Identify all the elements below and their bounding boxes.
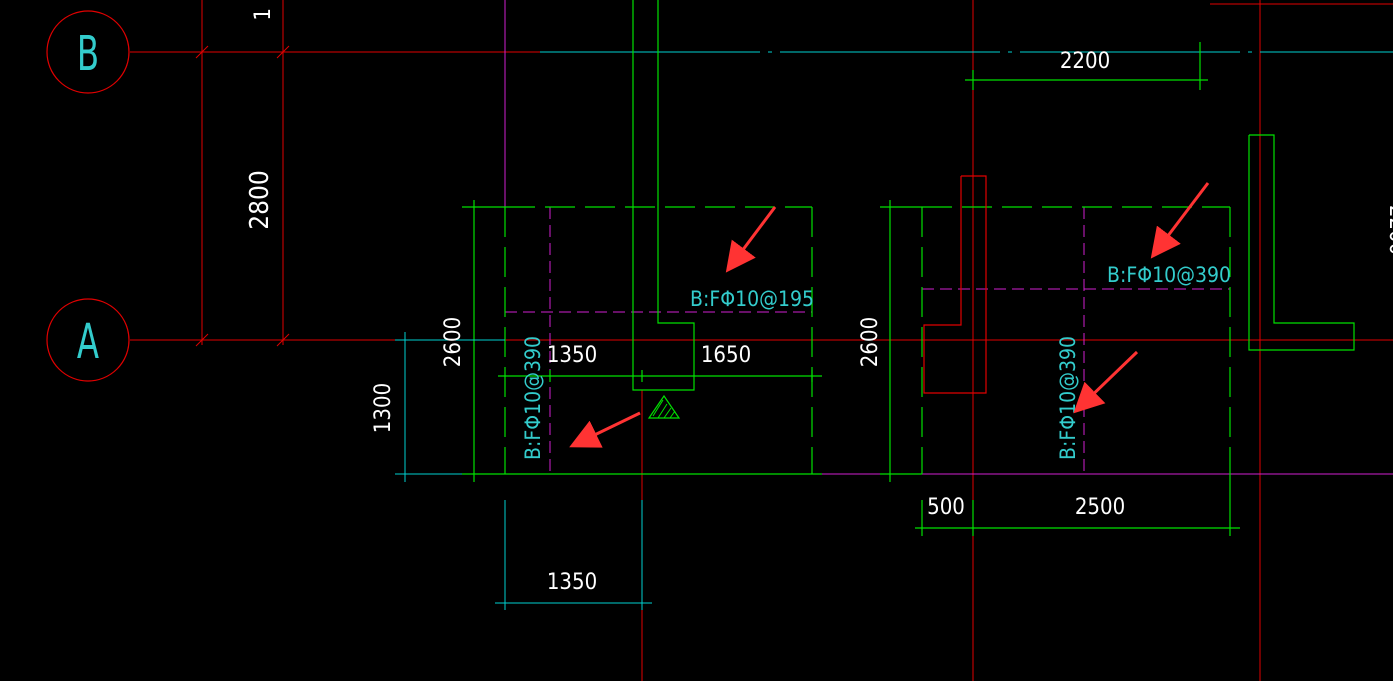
- annotation-arrows: [569, 182, 1210, 448]
- dim-below-width: 1350: [547, 570, 597, 595]
- axis-bubble-b[interactable]: B: [46, 10, 130, 94]
- rebar-label-left-top: B:FΦ10@195: [690, 287, 814, 311]
- dim-right-top-span: 2200: [1060, 49, 1110, 74]
- annotation-arrow-icon: [1073, 350, 1139, 414]
- pier-outline[interactable]: [923, 175, 987, 394]
- annotation-arrow-icon: [1150, 182, 1210, 259]
- dim-right-edge-partial: 2200: [1384, 205, 1393, 255]
- dimension-texts: 1 2800 2200 2200 2600 2600 1300 1350 165…: [245, 8, 1393, 595]
- extension-lines: [395, 332, 652, 610]
- dim-axis-spacing: 2800: [245, 170, 275, 230]
- rebar-label-left-side: B:FΦ10@390: [521, 336, 545, 460]
- rebar-label-right-side: B:FΦ10@390: [1056, 336, 1080, 460]
- annotation-arrow-icon: [725, 206, 777, 273]
- axis-lines: [130, 0, 1393, 681]
- axis-label-b: B: [77, 27, 99, 82]
- dim-left-pit-depth: 2600: [441, 317, 466, 367]
- ticks: [195, 333, 209, 347]
- ticks: [276, 333, 290, 347]
- axis-bubble-a[interactable]: A: [46, 298, 130, 382]
- pit-outline-right[interactable]: [921, 206, 1231, 474]
- section-hatch-icon: [647, 394, 681, 419]
- dim-left-pit-width-a: 1350: [547, 343, 597, 368]
- annotation-arrow-icon: [569, 411, 641, 448]
- structure-lines: [462, 0, 1355, 536]
- axis-label-a: A: [77, 315, 99, 370]
- dim-left-pit-lower: 1300: [371, 383, 396, 433]
- dim-left-pit-width-b: 1650: [701, 343, 751, 368]
- dim-top-partial: 1: [251, 8, 276, 21]
- dim-right-pit-width: 2500: [1075, 495, 1125, 520]
- dim-right-pit-depth: 2600: [858, 317, 883, 367]
- dim-right-pit-offset: 500: [927, 495, 965, 520]
- ticks: [276, 45, 290, 59]
- rebar-label-right-top: B:FΦ10@390: [1107, 263, 1231, 287]
- ticks: [195, 45, 209, 59]
